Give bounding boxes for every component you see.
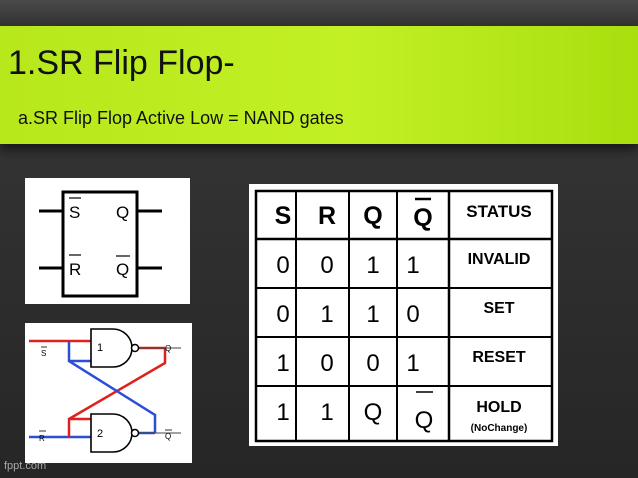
header-qbar: Q bbox=[413, 204, 432, 232]
row4-status: HOLD bbox=[476, 399, 521, 416]
sr-symbol-diagram: S R Q Q bbox=[39, 190, 162, 298]
row2-r: 1 bbox=[320, 301, 333, 328]
row2-q: 1 bbox=[366, 301, 379, 328]
table-row: 1 0 0 1 RESET bbox=[276, 349, 526, 377]
footer-brand: fppt.com bbox=[4, 460, 47, 472]
row4-s: 1 bbox=[276, 399, 289, 426]
sr-symbol-panel: S R Q Q bbox=[25, 178, 190, 304]
header-q: Q bbox=[363, 202, 382, 230]
row1-status: INVALID bbox=[468, 251, 531, 268]
row1-q: 1 bbox=[366, 252, 379, 279]
row4-r: 1 bbox=[320, 399, 333, 426]
nand-gate-panel: 1 2 S R Q Q bbox=[25, 323, 192, 463]
top-bar bbox=[0, 0, 638, 26]
slide-subtitle: a.SR Flip Flop Active Low = NAND gates bbox=[18, 108, 344, 128]
row1-qbar: 1 bbox=[406, 252, 419, 279]
row2-status: SET bbox=[483, 300, 514, 317]
gate1-label: 1 bbox=[97, 342, 103, 354]
symbol-s-label: S bbox=[69, 203, 80, 222]
row3-status: RESET bbox=[472, 349, 526, 366]
nand-gate-diagram: 1 2 S R Q Q bbox=[29, 328, 181, 453]
header-status: STATUS bbox=[466, 202, 531, 221]
row1-r: 0 bbox=[320, 252, 333, 279]
truth-table: S R Q Q STATUS 0 0 1 1 INVALID 0 1 1 0 S… bbox=[254, 189, 554, 443]
slide-title: 1.SR Flip Flop- bbox=[8, 44, 235, 82]
row3-s: 1 bbox=[276, 350, 289, 377]
row1-s: 0 bbox=[276, 252, 289, 279]
table-row: 0 0 1 1 INVALID bbox=[276, 251, 530, 279]
row2-qbar: 0 bbox=[406, 301, 419, 328]
row4-note: (NoChange) bbox=[471, 423, 528, 434]
table-row: 0 1 1 0 SET bbox=[276, 300, 514, 328]
gates-qbar-label: Q bbox=[165, 432, 171, 441]
gate2-label: 2 bbox=[97, 428, 103, 440]
symbol-qbar-label: Q bbox=[116, 260, 129, 279]
table-row: 1 1 Q Q HOLD (NoChange) bbox=[276, 391, 528, 434]
row3-r: 0 bbox=[320, 350, 333, 377]
symbol-q-label: Q bbox=[116, 203, 129, 222]
gates-r-label: R bbox=[39, 434, 45, 443]
header-r: R bbox=[318, 202, 336, 230]
gates-q-label: Q bbox=[165, 344, 171, 353]
symbol-r-label: R bbox=[69, 260, 81, 279]
row2-s: 0 bbox=[276, 301, 289, 328]
row3-qbar: 1 bbox=[406, 350, 419, 377]
title-banner bbox=[0, 26, 638, 144]
header-s: S bbox=[275, 202, 292, 230]
gates-s-label: S bbox=[41, 349, 46, 358]
row4-q: Q bbox=[364, 399, 383, 426]
row3-q: 0 bbox=[366, 350, 379, 377]
truth-table-panel: S R Q Q STATUS 0 0 1 1 INVALID 0 1 1 0 S… bbox=[249, 184, 558, 446]
row4-qbar: Q bbox=[415, 407, 434, 434]
